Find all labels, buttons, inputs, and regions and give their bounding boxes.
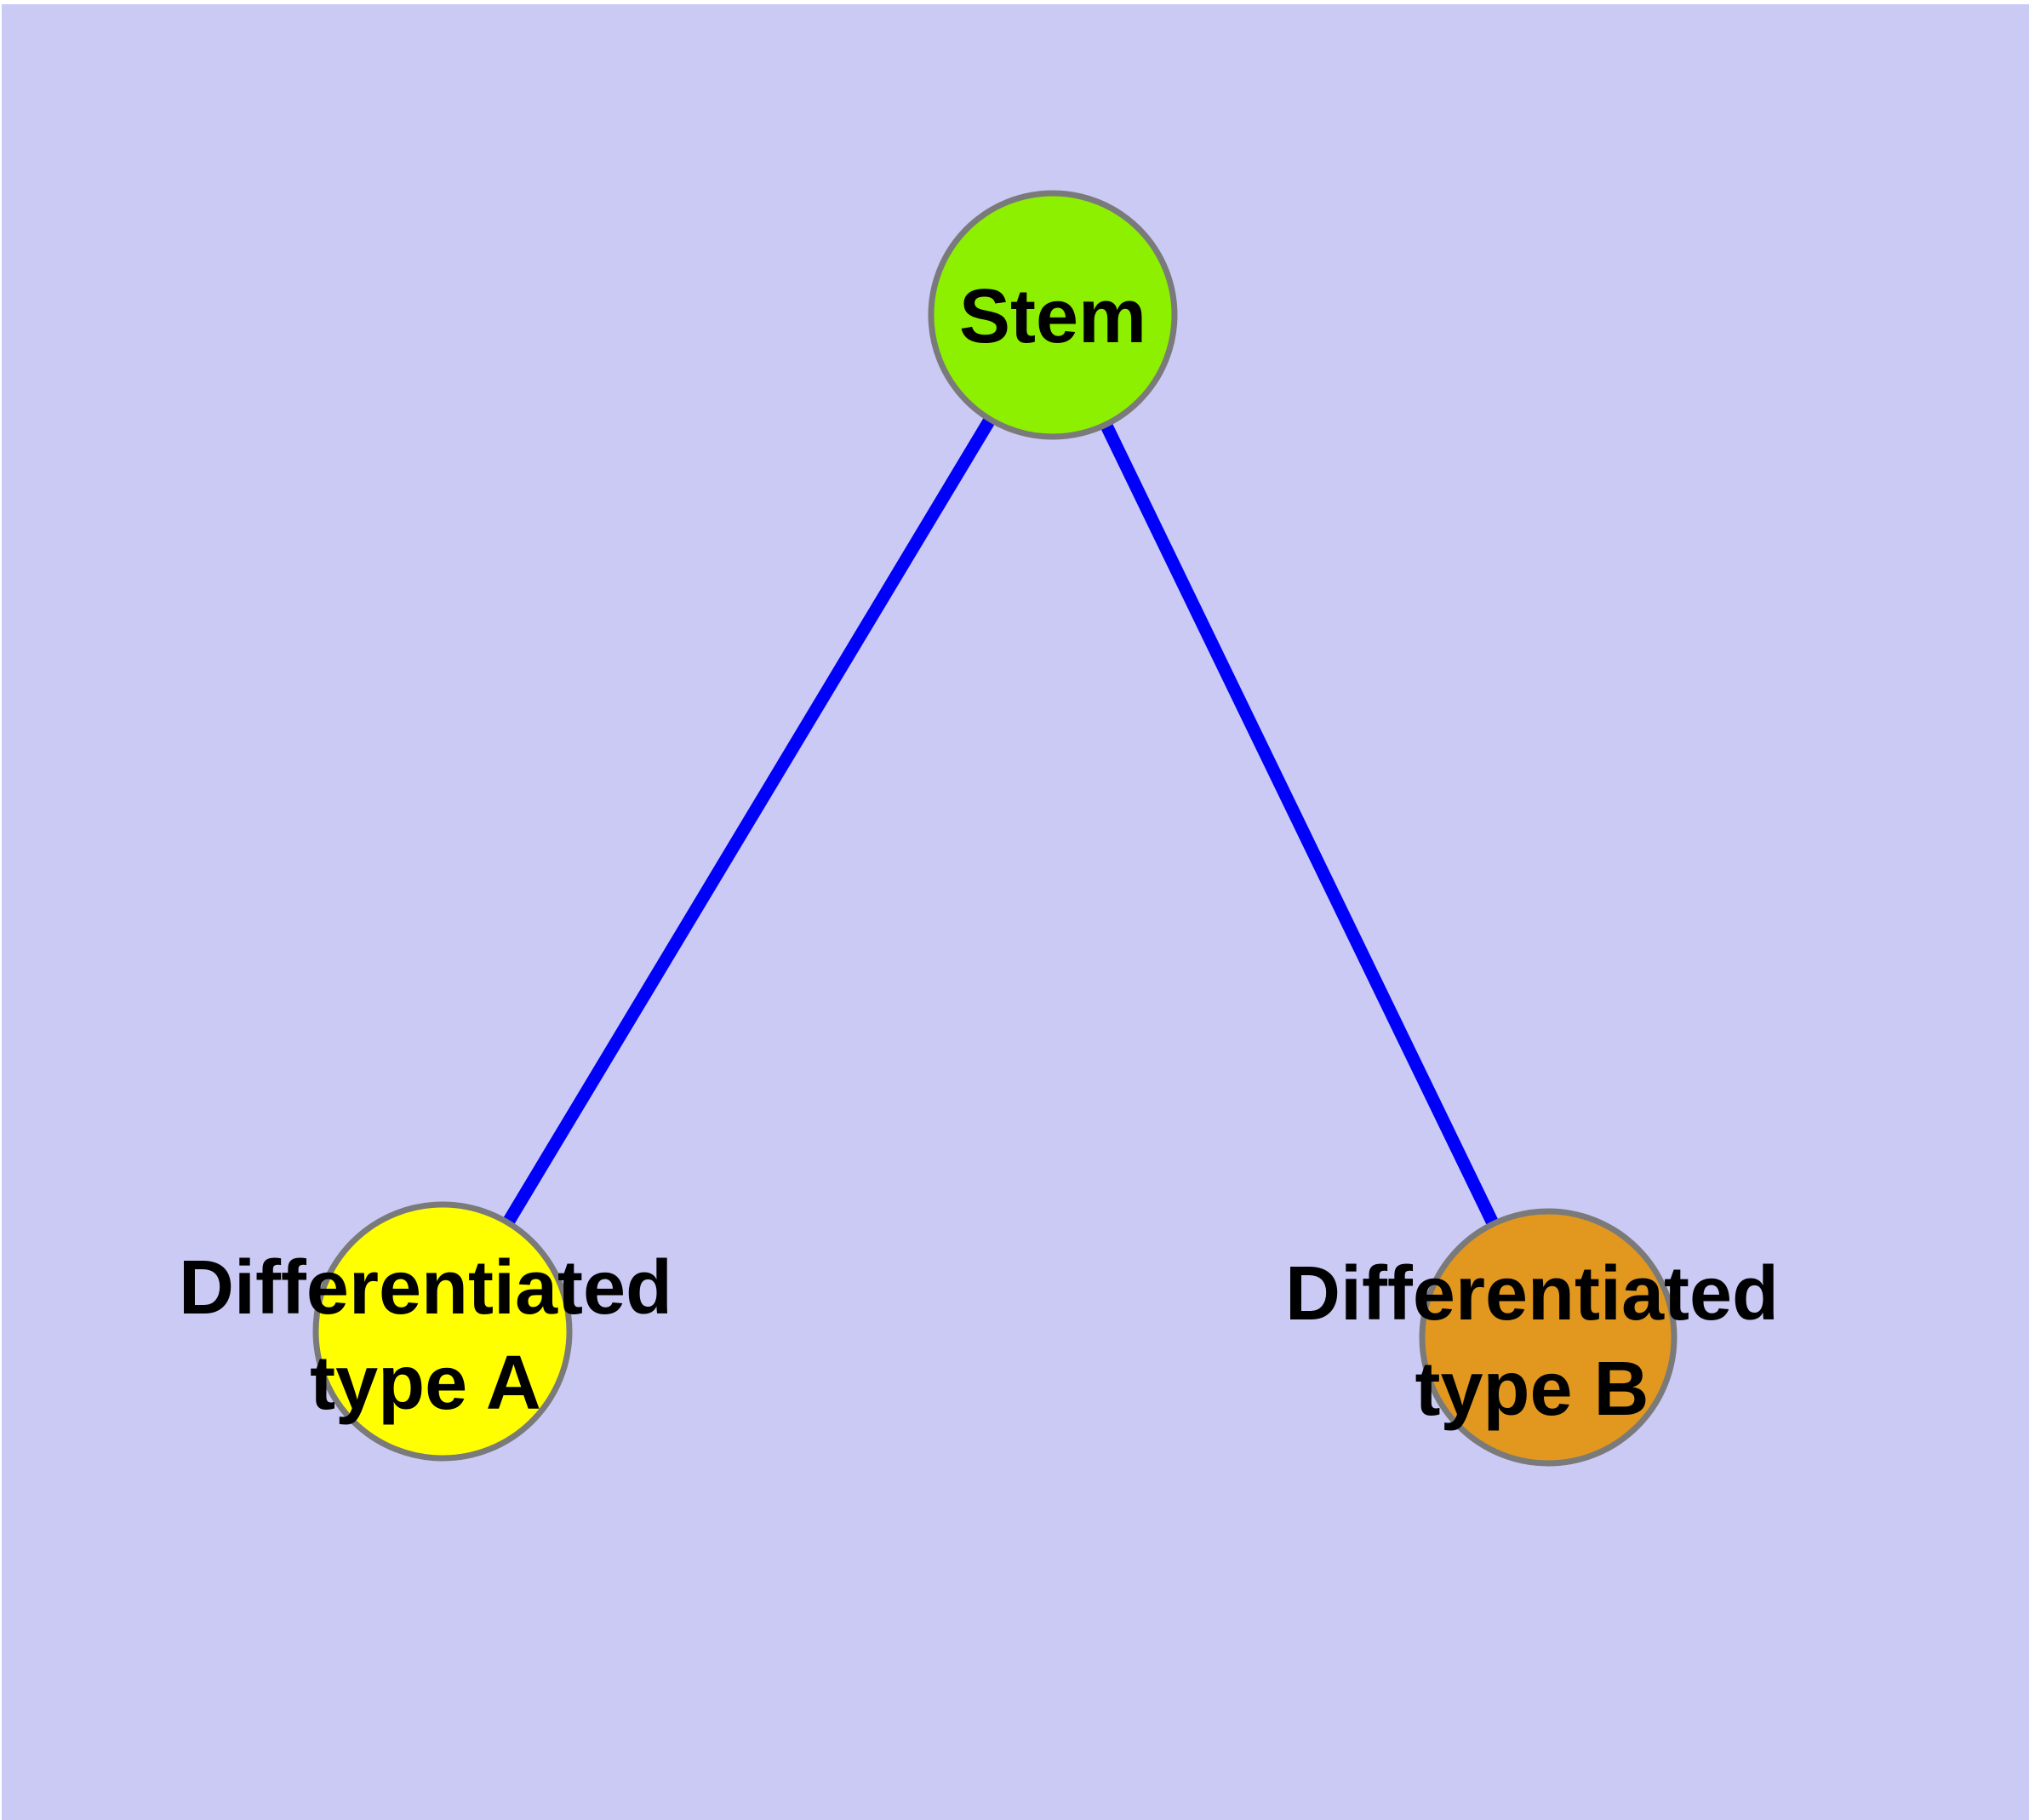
- node-type-a-label-line2: type A: [310, 1341, 541, 1426]
- node-type-b-label-line1: Differentiated: [1285, 1251, 1779, 1336]
- node-stem-circle: [928, 190, 1178, 440]
- node-stem-label: Stem: [959, 274, 1146, 359]
- node-type-b-label-line2: type B: [1415, 1347, 1649, 1432]
- node-type-b-circle: [1419, 1208, 1677, 1467]
- edge-stem-to-type-b: [1047, 312, 1554, 1341]
- node-type-a-label-line1: Differentiated: [179, 1245, 672, 1331]
- edge-stem-to-type-a: [437, 312, 1059, 1335]
- node-type-a-circle: [312, 1201, 573, 1462]
